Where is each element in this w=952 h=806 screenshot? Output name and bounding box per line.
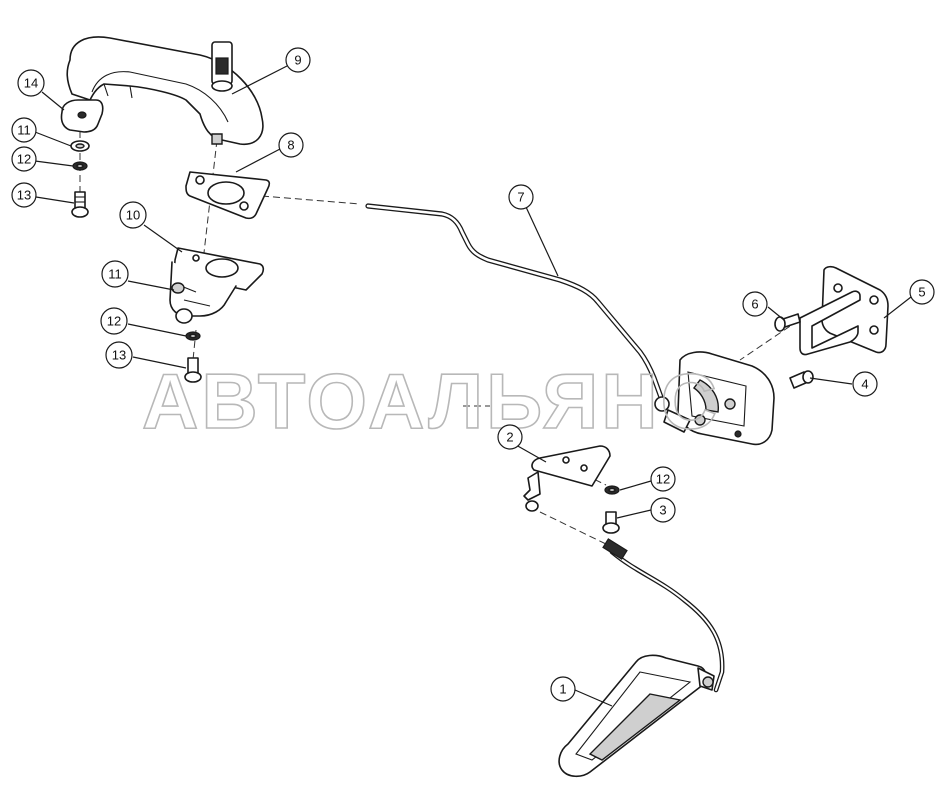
callout-13-upper: 13 (11, 182, 37, 208)
svg-text:2: 2 (506, 430, 513, 445)
inside-release-handle (558, 654, 715, 778)
svg-text:10: 10 (126, 208, 140, 223)
lock-bolt (789, 370, 814, 389)
svg-text:5: 5 (918, 285, 925, 300)
callout-3: 3 (650, 497, 676, 523)
lock-rod (365, 203, 665, 403)
callout-1: 1 (550, 676, 576, 702)
callout-14: 14 (17, 69, 45, 97)
callout-4: 4 (852, 371, 878, 397)
handle-pad (60, 99, 104, 133)
release-cable (602, 538, 725, 693)
callout-8: 8 (278, 132, 304, 158)
washer-set-lower (184, 331, 202, 383)
callouts: 14 11 12 13 9 8 10 11 12 13 7 6 5 4 2 12… (11, 47, 935, 702)
svg-text:4: 4 (861, 377, 868, 392)
callout-12-upper: 12 (11, 146, 37, 172)
svg-text:12: 12 (17, 152, 31, 167)
handle-gasket (185, 171, 271, 220)
svg-text:7: 7 (517, 190, 524, 205)
svg-text:6: 6 (751, 297, 758, 312)
callout-7: 7 (508, 184, 534, 210)
callout-6: 6 (742, 291, 768, 317)
svg-text:12: 12 (107, 314, 121, 329)
callout-10: 10 (119, 201, 147, 229)
callout-9: 9 (285, 47, 311, 73)
leader-lines (34, 65, 912, 707)
svg-text:8: 8 (287, 138, 294, 153)
callout-5: 5 (909, 279, 935, 305)
cable-bracket (523, 445, 611, 512)
svg-text:11: 11 (108, 267, 122, 282)
handle-bracket (169, 247, 265, 324)
svg-text:13: 13 (17, 188, 31, 203)
watermark: АВТОАЛЬЯНС (142, 357, 720, 445)
svg-text:14: 14 (24, 76, 38, 91)
svg-text:11: 11 (17, 123, 31, 138)
callout-12-lower: 12 (100, 307, 128, 335)
door-lock (654, 351, 775, 446)
callout-13-lower: 13 (105, 341, 133, 369)
callout-2: 2 (497, 424, 523, 450)
striker-plate (799, 265, 889, 356)
svg-text:12: 12 (656, 472, 670, 487)
svg-text:9: 9 (294, 53, 301, 68)
svg-text:3: 3 (659, 503, 666, 518)
callout-11-upper: 11 (11, 117, 37, 143)
callout-11-lower: 11 (101, 260, 129, 288)
callout-12-right: 12 (650, 466, 676, 492)
svg-text:1: 1 (559, 682, 566, 697)
bracket-fasteners (602, 485, 620, 534)
outside-door-handle (66, 36, 264, 145)
svg-text:13: 13 (112, 348, 126, 363)
